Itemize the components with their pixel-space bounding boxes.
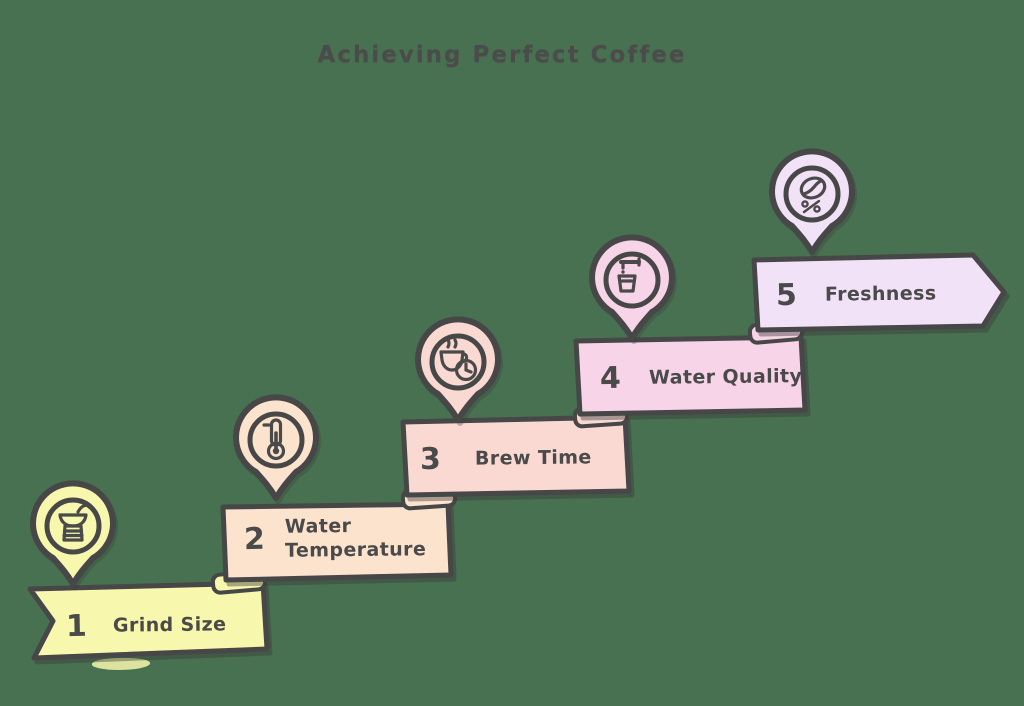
step-banner-4	[573, 334, 808, 417]
step-banner-shape	[400, 414, 632, 498]
location-pin-2	[233, 394, 319, 501]
step-banner-3	[400, 414, 632, 498]
location-pin-4	[589, 234, 675, 341]
diagram-title: Achieving Perfect Coffee	[317, 42, 687, 68]
step-banner-shape	[573, 334, 808, 417]
cup-timer-icon	[439, 338, 478, 382]
step-banner-2	[220, 501, 454, 583]
coffee-bean-icon	[799, 176, 827, 214]
location-pin-1	[30, 480, 116, 587]
step-banner-shape	[751, 252, 1007, 333]
location-pin-3	[415, 316, 501, 423]
thermometer-icon	[262, 418, 286, 461]
faucet-icon	[617, 257, 641, 293]
paint-smudge	[92, 658, 150, 670]
coffee-grinder-icon	[58, 503, 93, 542]
step-banner-5	[751, 252, 1007, 333]
step-banner-shape	[220, 501, 454, 583]
location-pin-5	[769, 148, 855, 255]
